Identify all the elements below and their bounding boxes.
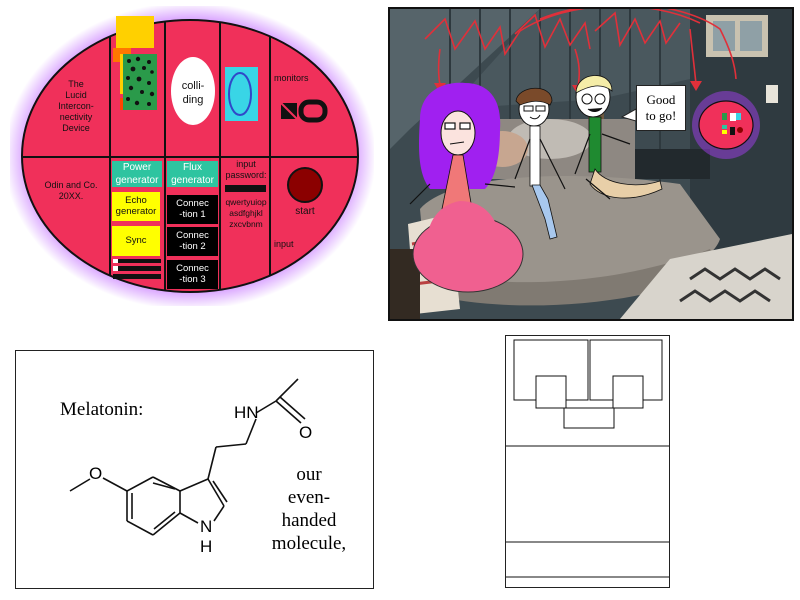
flux-generator-button[interactable]: Flux generator bbox=[167, 161, 218, 187]
start-label[interactable]: start bbox=[295, 206, 315, 217]
keyboard-row[interactable]: asdfghjkl bbox=[229, 208, 263, 218]
colliding-label-line: ding bbox=[182, 94, 204, 106]
device-grid-lines bbox=[22, 20, 358, 292]
device-title-line: nectivity bbox=[59, 112, 93, 122]
flux-generator-line: generator bbox=[171, 175, 214, 186]
echo-generator-line: Echo bbox=[125, 195, 147, 206]
caption-line: even- bbox=[287, 487, 331, 508]
echo-generator-button[interactable]: Echo generator bbox=[112, 192, 160, 221]
device-title-line: Lucid bbox=[65, 90, 87, 100]
speech-bubble-line: to go! bbox=[645, 108, 677, 123]
melatonin-label: Melatonin: bbox=[60, 399, 144, 420]
molecule-caption: our even- handed molecule, bbox=[254, 463, 364, 555]
power-generator-line: generator bbox=[115, 175, 159, 186]
methoxy-o-label: O bbox=[89, 464, 103, 483]
password-field-bar bbox=[225, 185, 266, 192]
caption-line: handed bbox=[281, 510, 337, 531]
sync-button[interactable]: Sync bbox=[112, 226, 160, 256]
device-title-line: Device bbox=[62, 123, 90, 133]
speech-bubble-line: Good bbox=[646, 92, 676, 107]
input-password-line: password: bbox=[225, 170, 267, 180]
input-password-line: input bbox=[236, 159, 256, 169]
hn-label: HN bbox=[234, 403, 259, 422]
input-label: input bbox=[274, 239, 294, 249]
colliding-label-line: colli- bbox=[181, 80, 205, 92]
connection-2-button[interactable]: Connec -tion 2 bbox=[167, 227, 218, 256]
melatonin-structure bbox=[69, 378, 306, 536]
connection-3-line: -tion 3 bbox=[179, 274, 206, 285]
connector-block bbox=[563, 407, 615, 429]
connection-3-button[interactable]: Connec -tion 3 bbox=[167, 260, 218, 289]
connection-1-line: Connec bbox=[176, 198, 209, 209]
slanted-ceiling bbox=[390, 9, 540, 149]
monitor-zero-icon bbox=[298, 99, 328, 123]
light-switch bbox=[766, 85, 778, 103]
head-right bbox=[612, 375, 644, 409]
echo-generator-line: generator bbox=[115, 206, 157, 217]
portal-icon bbox=[225, 67, 258, 121]
rug bbox=[620, 234, 792, 319]
colliding-oval bbox=[171, 57, 215, 125]
keyboard-keys[interactable]: qwertyuiop asdfghjkl zxcvbnm bbox=[221, 197, 271, 230]
green-shirt bbox=[588, 116, 602, 173]
bedroom-photo: Good to go! bbox=[388, 7, 794, 321]
connection-1-line: -tion 1 bbox=[179, 209, 206, 220]
head-left bbox=[535, 375, 567, 409]
power-generator-line: Power bbox=[122, 162, 152, 173]
bed-diagram bbox=[505, 335, 670, 588]
chip-dots bbox=[126, 56, 155, 106]
connection-2-line: Connec bbox=[176, 230, 209, 241]
device-title-line: The bbox=[68, 79, 84, 89]
bed-outline-svg bbox=[506, 339, 669, 578]
connection-2-line: -tion 2 bbox=[179, 241, 206, 252]
start-button-circle bbox=[287, 167, 323, 203]
blonde-hair bbox=[575, 75, 613, 94]
device-title: The Lucid Intercon- nectivity Device bbox=[52, 79, 100, 134]
connection-1-button[interactable]: Connec -tion 1 bbox=[167, 195, 218, 224]
device-body-svg bbox=[4, 2, 376, 310]
flux-generator-line: Flux bbox=[183, 162, 202, 173]
monitors-label: monitors bbox=[274, 73, 309, 83]
caption-line: molecule, bbox=[271, 533, 347, 554]
device-maker-line: Odin and Co. bbox=[44, 180, 98, 190]
device-maker-line: 20XX. bbox=[58, 191, 84, 201]
melatonin-panel: Melatonin: bbox=[15, 350, 374, 589]
bedroom-scene-svg bbox=[390, 9, 792, 319]
device-title-line: Intercon- bbox=[58, 101, 94, 111]
keyboard-row[interactable]: zxcvbnm bbox=[229, 219, 263, 229]
colliding-label: colli- ding bbox=[171, 79, 215, 107]
power-generator-button[interactable]: Power generator bbox=[112, 161, 162, 187]
stripe-bars bbox=[113, 259, 161, 279]
brown-hair bbox=[515, 87, 553, 106]
caption-line: our bbox=[296, 464, 322, 485]
keyboard-row[interactable]: qwertyuiop bbox=[225, 197, 267, 207]
carbonyl-o-label: O bbox=[299, 423, 313, 442]
red-scribbles bbox=[424, 9, 737, 88]
lucid-interconnectivity-device: The Lucid Intercon- nectivity Device Odi… bbox=[4, 2, 376, 310]
connection-3-line: Connec bbox=[176, 263, 209, 274]
indole-n-label: N bbox=[200, 517, 213, 536]
chip-yellow-block bbox=[116, 16, 154, 48]
indole-h-label: H bbox=[200, 537, 213, 556]
device-maker: Odin and Co. 20XX. bbox=[36, 180, 106, 202]
input-password-label: input password: bbox=[221, 159, 271, 181]
speech-bubble: Good to go! bbox=[636, 85, 686, 131]
